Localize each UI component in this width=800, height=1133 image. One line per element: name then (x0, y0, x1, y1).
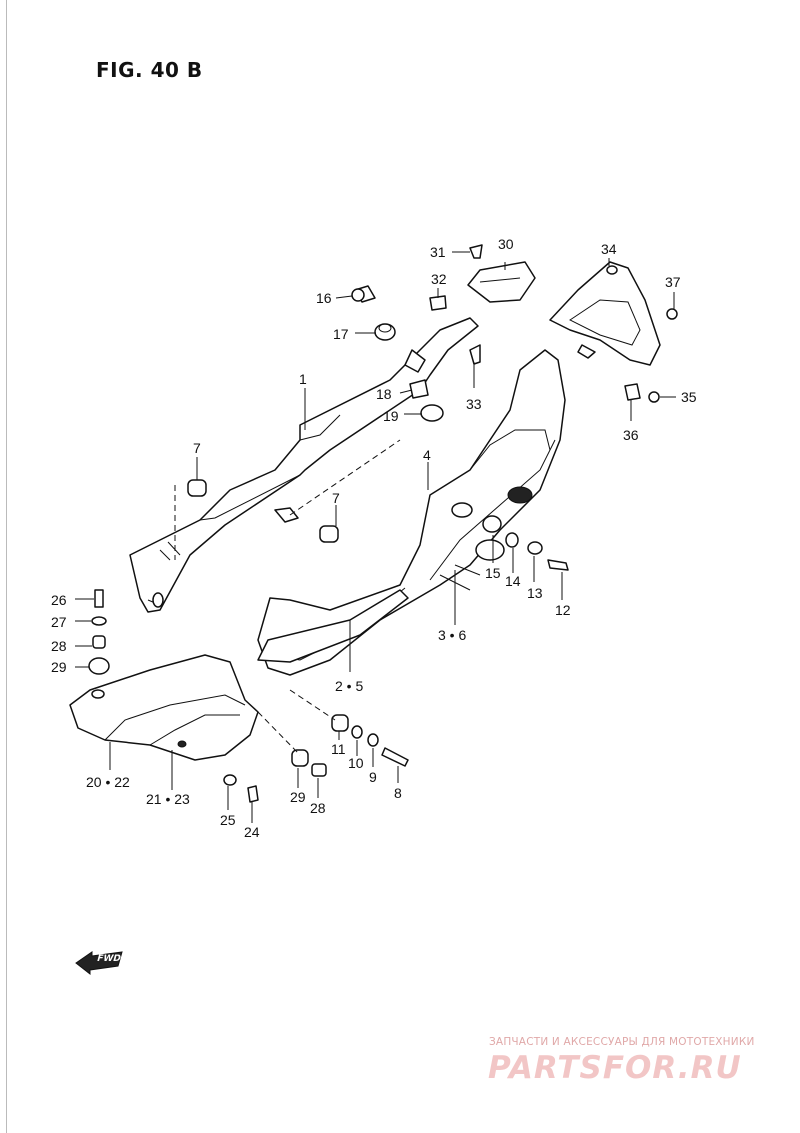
callout-34: 34 (601, 241, 617, 257)
callout-35: 35 (681, 389, 697, 405)
figure-title: FIG. 40 B (96, 58, 203, 82)
callout-18: 18 (376, 386, 392, 402)
watermark-tagline: ЗАПЧАСТИ И АКСЕССУАРЫ ДЛЯ МОТОТЕХНИКИ (489, 1036, 755, 1048)
callout-30: 30 (498, 236, 514, 252)
fwd-arrow (75, 951, 123, 976)
callout-29-upper: 29 (51, 659, 67, 675)
lower-cover-strip-part (257, 589, 409, 663)
callout-20-22: 20 • 22 (86, 774, 130, 790)
callout-2-5: 2 • 5 (335, 678, 364, 694)
callout-36: 36 (623, 427, 639, 443)
callout-28-lower: 28 (310, 800, 326, 816)
rear-grab-rail-part (549, 261, 661, 366)
callout-9: 9 (369, 769, 377, 785)
callout-8: 8 (394, 785, 402, 801)
fwd-label: FWD (95, 954, 122, 964)
side-cover-part (257, 349, 566, 676)
callout-1: 1 (299, 371, 307, 387)
callout-13: 13 (527, 585, 543, 601)
callout-7-lower: 7 (332, 490, 340, 506)
callout-7-upper: 7 (193, 440, 201, 456)
callout-32: 32 (431, 271, 447, 287)
callout-21-23: 21 • 23 (146, 791, 190, 807)
callout-26: 26 (51, 592, 67, 608)
callout-25: 25 (220, 812, 236, 828)
callout-16: 16 (316, 290, 332, 306)
front-lower-cover-part (69, 654, 259, 761)
callout-4: 4 (423, 447, 431, 463)
callout-37: 37 (665, 274, 681, 290)
callout-15: 15 (485, 565, 501, 581)
callout-24: 24 (244, 824, 260, 840)
callout-19: 19 (383, 408, 399, 424)
callout-3-6: 3 • 6 (438, 627, 467, 643)
callout-33: 33 (466, 396, 482, 412)
callout-31: 31 (430, 244, 446, 260)
callout-27: 27 (51, 614, 67, 630)
leader-lines (75, 251, 676, 823)
callout-14: 14 (505, 573, 521, 589)
tail-cover-plate-part (467, 261, 536, 303)
page-edge-line (6, 0, 7, 1133)
callout-29-lower: 29 (290, 789, 306, 805)
callout-10: 10 (348, 755, 364, 771)
fastener-parts (88, 244, 678, 803)
frame-cover-rail-part (129, 317, 479, 613)
callout-11: 11 (331, 741, 346, 757)
callout-17: 17 (333, 326, 349, 342)
watermark-logo: PARTSFOR.RU (488, 1050, 742, 1086)
callout-28-upper: 28 (51, 638, 67, 654)
callout-12: 12 (555, 602, 571, 618)
